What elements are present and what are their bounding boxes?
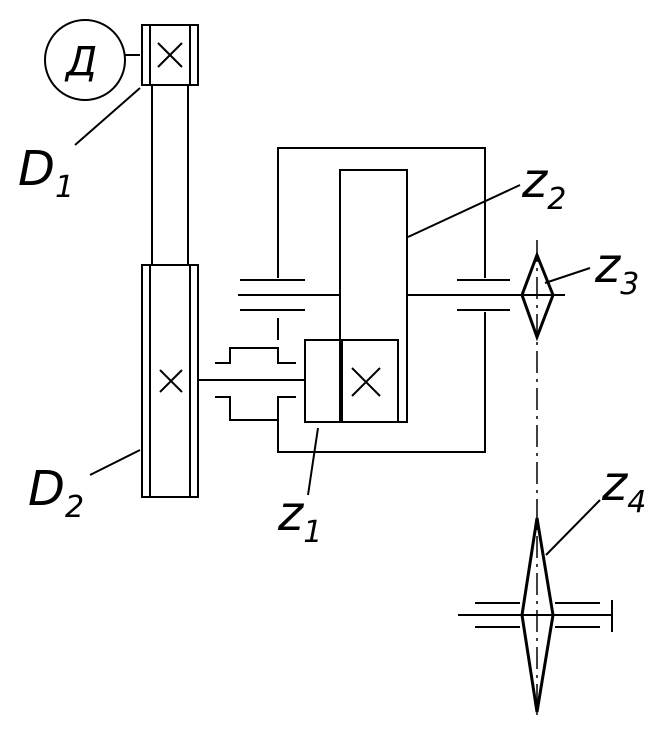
label-z2: z2 [521,153,566,217]
gear-z2 [339,169,408,423]
motor-circle [44,19,126,101]
leader-z2 [407,184,521,238]
housing-upper [277,147,486,278]
pulley-d1 [141,24,199,86]
label-z3: z3 [594,238,639,302]
sprocket-z4 [458,517,613,713]
leader-d1 [74,87,141,146]
leader-d2 [89,449,141,476]
gear-z1-hub [341,339,399,423]
bearing-input-top [215,347,296,364]
gear-z1-cross-b [351,367,381,397]
label-z4: z4 [601,456,646,520]
labels: D1 D2 z2 z3 z1 z4 [18,141,646,550]
housing-lower [277,312,486,453]
leader-z1 [307,427,319,496]
output-shaft [238,279,565,311]
label-d2: D2 [28,461,84,525]
gear-z2-body [339,169,408,423]
pulley-d2-cross-b [159,369,183,393]
leader-z4 [545,499,601,556]
input-shaft [198,347,305,421]
leader-z3 [544,267,591,284]
gearbox-housing [277,147,486,453]
pulley-d1-cross-b [157,42,183,68]
belt-drive [141,24,199,498]
motor: Д [44,19,140,101]
leader-lines [74,87,601,556]
bearing-input-bottom [215,396,296,421]
gear-z1-body [304,339,343,423]
label-d1: D1 [18,141,74,205]
gear-z1 [304,339,399,423]
motor-label: Д [64,39,97,85]
label-z1: z1 [277,486,322,550]
sprocket-z4-shape [520,517,555,713]
